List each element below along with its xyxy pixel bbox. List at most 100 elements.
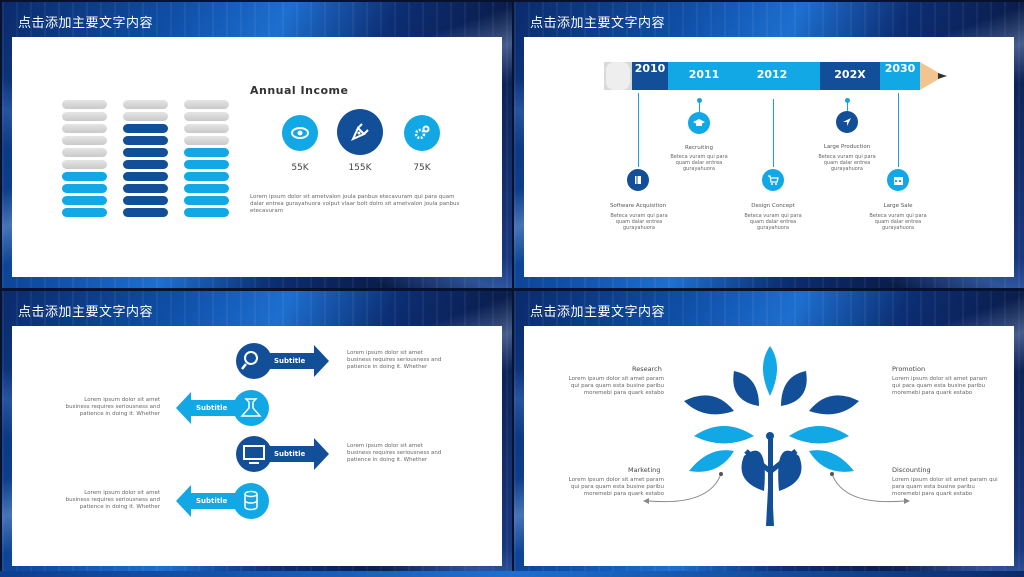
bar-segment	[62, 136, 107, 145]
bar-segment	[184, 112, 229, 121]
bar-segment	[62, 112, 107, 121]
milestone-desc: Beteca vuram qui para quam dalar entrea …	[610, 213, 668, 231]
bottom-band	[0, 571, 1024, 577]
timeline-connector	[898, 93, 899, 167]
bar-segment	[184, 160, 229, 169]
arrow-left-4	[176, 483, 269, 519]
arrow-left-2	[176, 390, 269, 426]
graduation-cap-icon	[688, 112, 710, 134]
marketing-label: Marketing	[628, 466, 661, 474]
calendar-icon	[887, 169, 909, 191]
bar-segment	[184, 208, 229, 217]
marketing-text: Lorem ipsum dolor sit amet param qui par…	[568, 477, 664, 497]
slide-title: 点击添加主要文字内容	[18, 305, 154, 320]
subtitle-label: Subtitle	[196, 404, 228, 412]
milestone-caption: Large Sale	[883, 203, 913, 209]
row-text: Lorem ipsum dolor sit amet business requ…	[347, 350, 442, 370]
year-202x: 202X	[834, 68, 866, 81]
book-icon	[627, 169, 649, 191]
milestone-caption: Design Concept	[751, 203, 795, 209]
subtitle-label: Subtitle	[274, 357, 306, 365]
year-2012: 2012	[756, 68, 788, 81]
bar-segment	[62, 124, 107, 133]
year-2011: 2011	[688, 68, 720, 81]
slide-title: 点击添加主要文字内容	[530, 16, 666, 31]
stat-value: 55K	[291, 163, 309, 173]
subtitle-label: Subtitle	[196, 497, 228, 505]
bar-segment	[123, 184, 168, 193]
bar-segment	[62, 100, 107, 109]
bar-segment	[62, 160, 107, 169]
content-panel: Research Lorem ipsum dolor sit amet para…	[524, 326, 1014, 566]
bar-segment	[62, 196, 107, 205]
navigation-icon	[836, 111, 858, 133]
stat-value: 155K	[348, 163, 372, 173]
arrow-right-1	[236, 343, 329, 379]
row-text: Lorem ipsum dolor sit amet business requ…	[65, 397, 160, 417]
row-text: Lorem ipsum dolor sit amet business requ…	[65, 490, 160, 510]
bar-segment	[62, 184, 107, 193]
stat-value: 75K	[413, 163, 431, 173]
research-text: Lorem ipsum dolor sit amet param qui par…	[568, 376, 664, 396]
slide-tree[interactable]: 点击添加主要文字内容	[514, 291, 1024, 577]
slide-timeline[interactable]: 点击添加主要文字内容 2010 2011 2012 202X 2030	[514, 2, 1024, 288]
pencil-timeline	[604, 62, 947, 90]
flask-icon	[240, 397, 262, 419]
bar-segment	[184, 172, 229, 181]
connector-left	[643, 472, 723, 504]
timeline-connector	[847, 100, 848, 111]
milestone-desc: Beteca vuram qui para quam dalar entrea …	[869, 213, 927, 231]
slide-annual-income[interactable]: 点击添加主要文字内容 Annual Income 55K 155K 75K Lo…	[2, 2, 512, 288]
eye-icon	[282, 115, 318, 151]
search-icon	[242, 350, 264, 372]
database-icon	[240, 490, 262, 512]
bar-segment	[123, 100, 168, 109]
bar-segment	[184, 136, 229, 145]
timeline-connector	[699, 100, 700, 112]
milestone-desc: Beteca vuram qui para quam dalar entrea …	[744, 213, 802, 231]
promotion-label: Promotion	[892, 365, 926, 373]
bar-column	[184, 100, 229, 220]
bar-segment	[123, 136, 168, 145]
bar-segment	[123, 160, 168, 169]
connector-right	[830, 472, 910, 504]
monitor-icon	[242, 443, 264, 465]
slide-arrows[interactable]: 点击添加主要文字内容 Subtitle Lorem ipsum dolor si…	[2, 291, 512, 577]
cart-icon	[762, 169, 784, 191]
discounting-text: Lorem ipsum dolor sit amet param qui par…	[892, 477, 998, 497]
tree-illustration	[684, 346, 859, 526]
annual-income-heading: Annual Income	[250, 84, 349, 97]
bar-segment	[123, 124, 168, 133]
bar-segment	[62, 172, 107, 181]
discounting-label: Discounting	[892, 466, 931, 474]
row-text: Lorem ipsum dolor sit amet business requ…	[347, 443, 442, 463]
pen-nib-icon	[337, 109, 383, 155]
slide-title: 点击添加主要文字内容	[530, 305, 666, 320]
bar-segment	[184, 196, 229, 205]
content-panel: Subtitle Lorem ipsum dolor sit amet busi…	[12, 326, 502, 566]
bar-segment	[123, 208, 168, 217]
bar-segment	[184, 124, 229, 133]
bar-segment	[123, 112, 168, 121]
milestone-desc: Beteca vuram qui para quam dalar entrea …	[818, 154, 876, 172]
year-2010: 2010	[634, 62, 666, 75]
milestone-caption: Recruiting	[685, 145, 713, 151]
content-panel: Annual Income 55K 155K 75K Lorem ipsum d…	[12, 37, 502, 277]
year-2030: 2030	[884, 62, 916, 75]
bar-column	[123, 100, 168, 220]
timeline-connector	[773, 99, 774, 167]
bar-column	[62, 100, 107, 220]
research-label: Research	[632, 365, 662, 373]
bar-segment	[184, 148, 229, 157]
bar-segment	[184, 184, 229, 193]
milestone-caption: Large Production	[823, 144, 871, 150]
promotion-text: Lorem ipsum dolor sit amet param qui par…	[892, 376, 988, 396]
subtitle-label: Subtitle	[274, 450, 306, 458]
milestone-desc: Beteca vuram qui para quam dalar entrea …	[670, 154, 728, 172]
income-paragraph: Lorem ipsum dolor sit ametvalon joula pa…	[250, 194, 460, 214]
timeline-connector	[638, 93, 639, 167]
bar-segment	[62, 208, 107, 217]
bar-segment	[123, 196, 168, 205]
bar-segment	[123, 172, 168, 181]
